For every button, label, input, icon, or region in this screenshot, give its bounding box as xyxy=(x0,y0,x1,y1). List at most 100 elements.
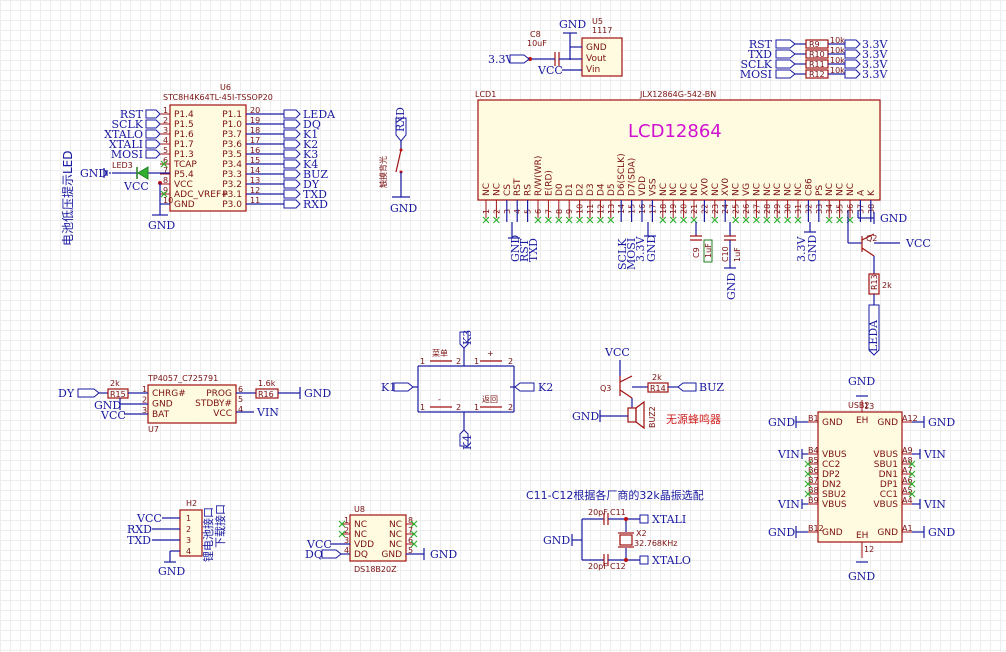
mcu-pin-name: P1.0 xyxy=(222,120,242,130)
mcu-body[interactable] xyxy=(169,104,247,212)
mcu-net-label: TXD xyxy=(303,188,327,201)
q3-ref: Q3 xyxy=(600,384,611,393)
mcu-net-flag xyxy=(283,139,301,149)
header-body[interactable] xyxy=(179,509,203,557)
r16-ref: R16 xyxy=(258,390,274,399)
mcu-pin-name: P1.3 xyxy=(174,150,194,160)
c10-ref: C10 xyxy=(721,246,730,262)
mcu-pin-num: 1 xyxy=(163,106,168,115)
key-back-label: 返回 xyxy=(482,395,498,404)
dy-flag xyxy=(77,388,100,398)
usb-eh-bot-label: EH xyxy=(856,531,868,541)
header-ref: H2 xyxy=(186,499,197,508)
xtali-net: XTALI xyxy=(652,513,686,526)
usb-top-gnd: GND xyxy=(848,375,875,388)
pullup-33v: 3.3V xyxy=(862,48,888,61)
mcu-pin-num: 10 xyxy=(163,196,173,205)
mcu-net-flag xyxy=(283,109,301,119)
charger-pin-num: 4 xyxy=(238,405,243,414)
mcu-pin-name: P3.1 xyxy=(222,190,242,200)
k2-net: K2 xyxy=(538,381,553,394)
mcu-pin-num: 4 xyxy=(163,136,168,145)
usb-pin-num: A9 xyxy=(902,446,913,455)
lcd-pin-name: D1 xyxy=(565,183,575,196)
lcd-gnd2-net: GND xyxy=(645,235,658,262)
mcu-pin-name: P1.7 xyxy=(174,140,194,150)
mcu-net-flag xyxy=(283,179,301,189)
backlight-block: RXD GND 触摸背光 xyxy=(378,107,417,215)
led-gnd-label: GND xyxy=(80,167,107,180)
lcd-pin-name: NC xyxy=(669,183,679,196)
ds-dq: DQ xyxy=(305,548,323,561)
usb-pin-num: B6 xyxy=(808,466,819,475)
ds-body[interactable] xyxy=(349,514,407,562)
ds-pin-name: NC xyxy=(389,530,402,540)
mcu-pin-name: P3.5 xyxy=(222,150,242,160)
cap-gnd-net: GND xyxy=(725,273,738,300)
lcd-pin-name: NC xyxy=(732,183,742,196)
reg-body[interactable] xyxy=(581,37,623,77)
c11-ref: C11 xyxy=(610,508,626,517)
ds-part: DS18B20Z xyxy=(354,565,397,574)
mcu-pin-num: 15 xyxy=(250,156,260,165)
mcu-pin-name: P3.6 xyxy=(222,140,242,150)
lcd-pin-name: RS xyxy=(524,184,534,196)
mcu-pin-num: 3 xyxy=(163,126,168,135)
usb-gnd-net: GND xyxy=(768,416,795,429)
svg-text:1: 1 xyxy=(420,403,425,412)
usb-pin-num: A12 xyxy=(902,414,918,423)
charger-body[interactable] xyxy=(147,384,237,424)
mcu-net-label: MOSI xyxy=(111,148,143,161)
c12-ref: C12 xyxy=(610,562,626,571)
mcu-pin-name: P3.7 xyxy=(222,130,242,140)
header-vcc: VCC xyxy=(136,512,162,525)
svg-text:12: 12 xyxy=(864,545,874,554)
x2-ref: X2 xyxy=(636,529,647,538)
header-block: H2 1 2 3 4 VCC RXD TXD GND 锂电池接口 下载接口 xyxy=(127,499,227,578)
mcu-net-label: XTALI xyxy=(109,138,143,151)
lcd-pin-name: XV0 xyxy=(721,178,731,196)
header-gnd: GND xyxy=(158,565,185,578)
lcd-pin-name: D4 xyxy=(596,183,606,196)
lcd-pin-name: NC xyxy=(482,183,492,196)
mcu-net-label: BUZ xyxy=(303,168,328,181)
usb-vin-net: VIN xyxy=(923,448,946,461)
charger-pin-name: GND xyxy=(152,400,173,410)
svg-text:2: 2 xyxy=(186,525,191,534)
mcu-net-flag xyxy=(283,129,301,139)
xtali-flag xyxy=(639,514,649,524)
crystal-gnd: GND xyxy=(543,534,570,547)
usb-ref: USB2 xyxy=(848,401,870,410)
k3-flag xyxy=(459,331,469,349)
reg-ref: U5 xyxy=(592,17,603,26)
mcu-net-label: K4 xyxy=(303,158,318,171)
c10-val: 1uF xyxy=(733,247,742,262)
lcd-pin-name: D5 xyxy=(607,183,617,196)
ds-vcc: VCC xyxy=(306,538,332,551)
ds-pin-name: NC xyxy=(389,520,402,530)
lcd-body[interactable] xyxy=(477,99,881,201)
usb-body[interactable] xyxy=(817,411,903,543)
usb-pin-num: B1 xyxy=(808,414,819,423)
mcu-net-flag xyxy=(283,199,301,209)
usb-vin-net: VIN xyxy=(923,498,946,511)
buzzer-gnd: GND xyxy=(572,410,599,423)
usb-pin-name: SBU1 xyxy=(874,460,898,470)
charger-vcc: VCC xyxy=(100,409,126,422)
ds-pin-num: 6 xyxy=(408,536,413,545)
lcd-part: JLX12864G-542-BN xyxy=(639,90,716,99)
svg-text:2: 2 xyxy=(456,403,461,412)
usb-pin-name: GND xyxy=(877,418,898,428)
reg-part: 1117 xyxy=(592,26,612,35)
charger-pin-name: STDBY# xyxy=(195,399,232,409)
r13-ref: R13 xyxy=(870,274,879,290)
lcd-ref: LCD1 xyxy=(475,90,496,99)
mcu-net-label: DQ xyxy=(303,118,321,131)
charger-pin-num: 2 xyxy=(142,396,147,405)
mcu-pin-num: 5 xyxy=(163,146,168,155)
c8-ref: C8 xyxy=(530,30,541,39)
lcd-pin-name: D3 xyxy=(586,183,596,196)
mcu-pin-name: P1.4 xyxy=(174,110,194,120)
